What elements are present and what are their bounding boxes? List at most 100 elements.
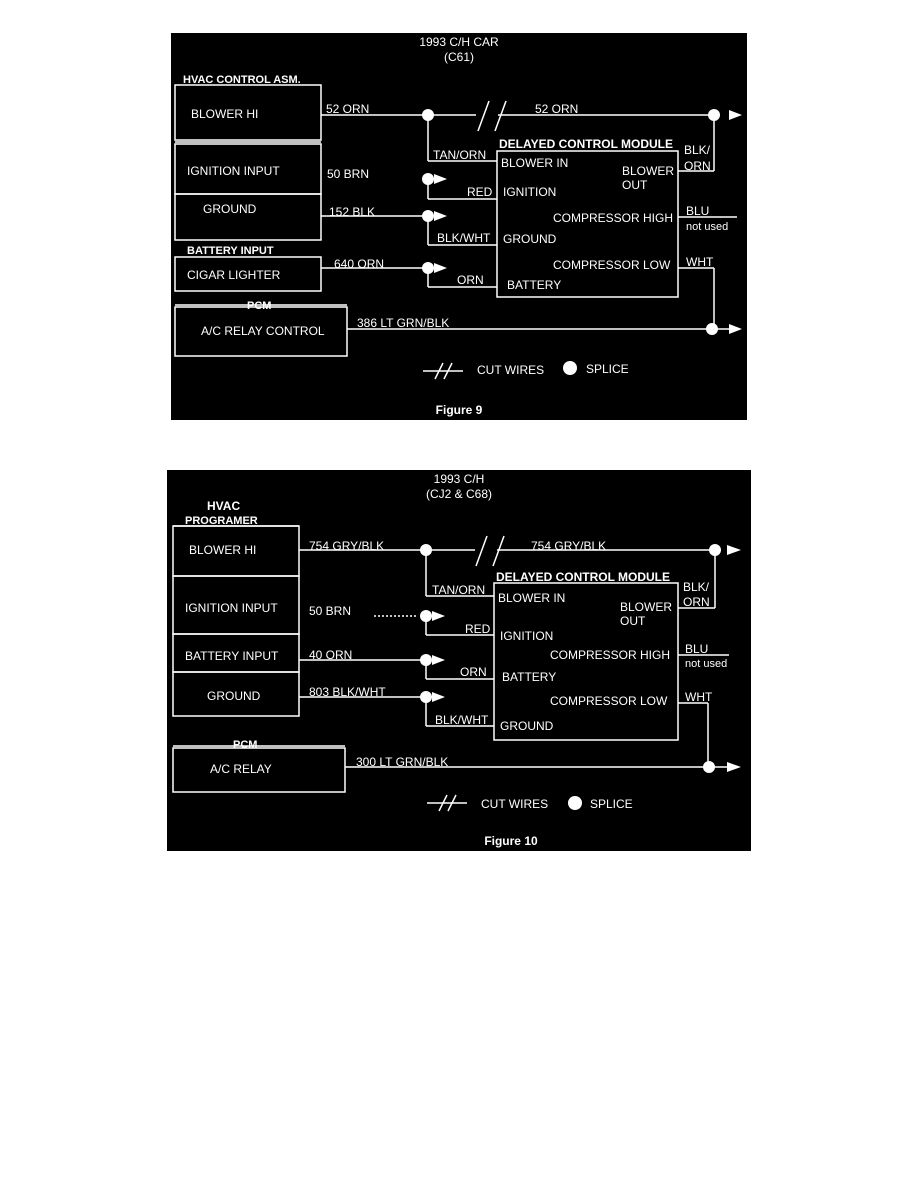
wire-803: 803 BLK/WHT <box>309 685 386 699</box>
ground-box <box>174 193 322 241</box>
ignition-input-label: IGNITION INPUT <box>187 164 280 178</box>
legend-cut-wires: CUT WIRES <box>481 797 548 811</box>
battery-input-label: BATTERY INPUT <box>185 649 279 663</box>
ground-label: GROUND <box>203 202 257 216</box>
pin-compressor-high: COMPRESSOR HIGH <box>550 648 670 662</box>
wire-300: 300 LT GRN/BLK <box>356 755 448 769</box>
wire-blu: BLU <box>685 642 708 656</box>
wire-blk-wht: BLK/WHT <box>437 231 491 245</box>
figure-caption: Figure 10 <box>484 834 538 848</box>
pin-blower-in: BLOWER IN <box>501 156 568 170</box>
legend-cut-wires: CUT WIRES <box>477 363 544 377</box>
not-used-label: not used <box>685 658 727 670</box>
ac-relay-control-label: A/C RELAY CONTROL <box>201 324 325 338</box>
pin-blower-out-2: OUT <box>622 178 648 192</box>
wire-tan-orn: TAN/ORN <box>432 583 485 597</box>
wire-red: RED <box>465 622 491 636</box>
arrow-icon <box>729 110 742 120</box>
wire-blk-orn-2: ORN <box>683 595 710 609</box>
figure-9-diagram: 1993 C/H CAR (C61) HVAC CONTROL ASM. BLO… <box>174 35 742 417</box>
arrow-icon <box>434 211 447 221</box>
figure-10-diagram: 1993 C/H (CJ2 & C68) HVAC PROGRAMER BLOW… <box>172 472 741 848</box>
wire-640-orn: 640 ORN <box>334 257 384 271</box>
pin-compressor-low: COMPRESSOR LOW <box>550 694 668 708</box>
hvac-control-header: HVAC CONTROL ASM. <box>183 74 301 86</box>
pin-blower-in: BLOWER IN <box>498 591 565 605</box>
splice-dot <box>420 544 432 556</box>
module-title: DELAYED CONTROL MODULE <box>496 570 670 584</box>
pin-ignition: IGNITION <box>500 629 553 643</box>
splice-dot <box>709 544 721 556</box>
wire-blk-orn-1: BLK/ <box>684 143 711 157</box>
blower-hi-box <box>174 84 322 141</box>
pin-blower-out-1: BLOWER <box>620 600 672 614</box>
splice-dot <box>706 323 718 335</box>
wire-blk-wht: BLK/WHT <box>435 713 489 727</box>
wire-52-orn-left: 52 ORN <box>326 102 369 116</box>
pin-ground: GROUND <box>503 232 557 246</box>
wire-red: RED <box>467 185 493 199</box>
arrow-icon <box>434 263 447 273</box>
ac-relay-control-box <box>174 306 348 357</box>
wire-52-orn-right: 52 ORN <box>535 102 578 116</box>
pcm-header: PCM <box>247 300 271 312</box>
legend-splice: SPLICE <box>590 797 633 811</box>
cigar-lighter-box <box>174 256 322 292</box>
pin-compressor-low: COMPRESSOR LOW <box>553 258 671 272</box>
splice-dot <box>422 173 434 185</box>
battery-input-header: BATTERY INPUT <box>187 245 274 257</box>
splice-dot <box>422 109 434 121</box>
figure-title-line1: 1993 C/H <box>434 472 485 486</box>
ground-box <box>172 671 300 717</box>
ac-relay-box <box>172 747 346 793</box>
figure-title-line2: (CJ2 & C68) <box>426 487 492 501</box>
pin-battery: BATTERY <box>507 278 561 292</box>
delayed-control-module-box <box>496 150 679 298</box>
wire-754-left: 754 GRY/BLK <box>309 539 384 553</box>
wire-152-blk: 152 BLK <box>329 205 375 219</box>
pin-ground: GROUND <box>500 719 554 733</box>
ac-relay-label: A/C RELAY <box>210 762 272 776</box>
ignition-input-label: IGNITION INPUT <box>185 601 278 615</box>
arrow-icon <box>432 692 445 702</box>
wire-40-orn: 40 ORN <box>309 648 352 662</box>
module-title: DELAYED CONTROL MODULE <box>499 137 673 151</box>
ground-label: GROUND <box>207 689 261 703</box>
legend-splice: SPLICE <box>586 362 629 376</box>
pin-blower-out-1: BLOWER <box>622 164 674 178</box>
pcm-header: PCM <box>233 739 257 751</box>
figure-title-line1: 1993 C/H CAR <box>419 35 499 49</box>
splice-dot <box>703 761 715 773</box>
figure-10: 1993 C/H (CJ2 & C68) HVAC PROGRAMER BLOW… <box>167 470 751 851</box>
wire-blk-orn-1: BLK/ <box>683 580 710 594</box>
pin-blower-out-2: OUT <box>620 614 646 628</box>
splice-legend-dot <box>568 796 582 810</box>
splice-dot <box>422 262 434 274</box>
wire-orn: ORN <box>457 273 484 287</box>
splice-dot <box>708 109 720 121</box>
figure-9: 1993 C/H CAR (C61) HVAC CONTROL ASM. BLO… <box>171 33 747 420</box>
wire-50-brn: 50 BRN <box>309 604 351 618</box>
figure-caption: Figure 9 <box>436 403 483 417</box>
wire-blu: BLU <box>686 204 709 218</box>
pin-ignition: IGNITION <box>503 185 556 199</box>
arrow-icon <box>432 611 445 621</box>
splice-dot <box>420 691 432 703</box>
pin-battery: BATTERY <box>502 670 556 684</box>
wire-386: 386 LT GRN/BLK <box>357 316 449 330</box>
wire-50-brn: 50 BRN <box>327 167 369 181</box>
splice-dot <box>420 610 432 622</box>
arrow-icon <box>727 545 741 555</box>
hvac-header-1: HVAC <box>207 499 240 513</box>
wire-wht: WHT <box>686 255 714 269</box>
splice-dot <box>420 654 432 666</box>
wire-754-right: 754 GRY/BLK <box>531 539 606 553</box>
delayed-control-module-box <box>493 582 679 741</box>
wire-tan-orn: TAN/ORN <box>433 148 486 162</box>
splice-legend-dot <box>563 361 577 375</box>
pin-compressor-high: COMPRESSOR HIGH <box>553 211 673 225</box>
not-used-label: not used <box>686 221 728 233</box>
wire-blk-orn-2: ORN <box>684 159 711 173</box>
hvac-header-2: PROGRAMER <box>185 515 258 527</box>
wire-orn: ORN <box>460 665 487 679</box>
